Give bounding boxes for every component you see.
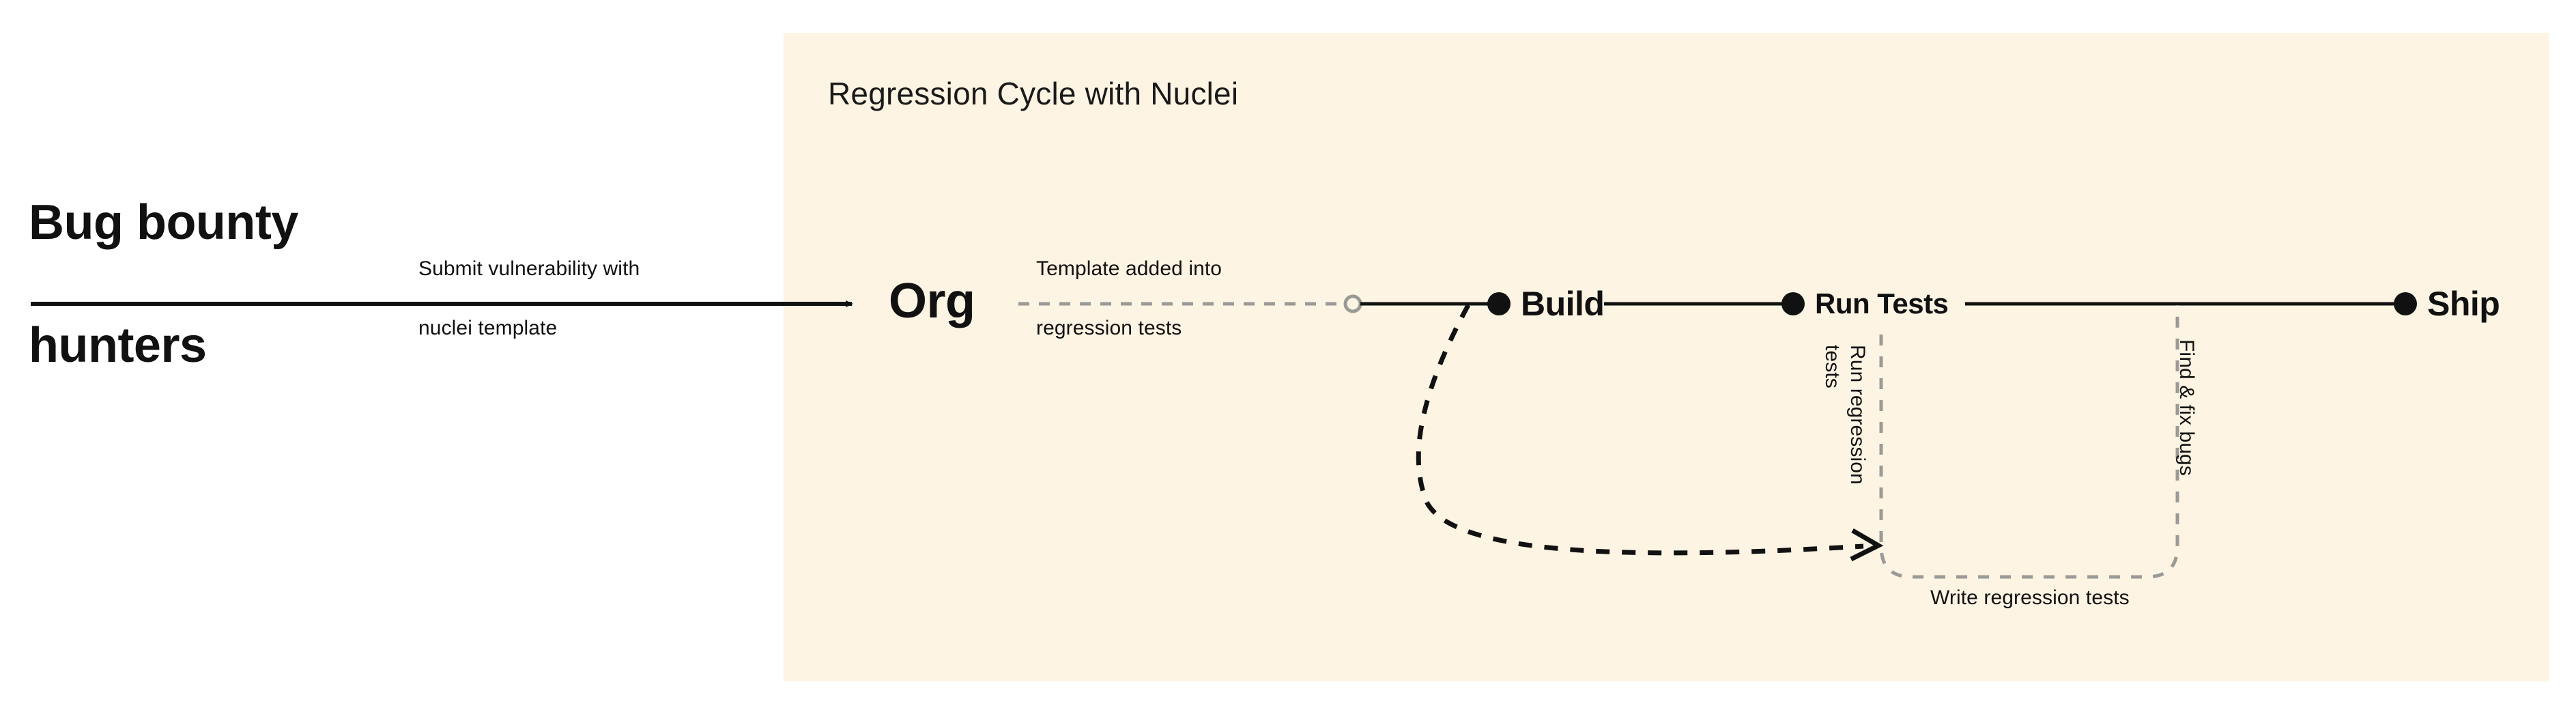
edge-feedback-curve	[1416, 304, 1864, 556]
annotation-write-regression-tests: Write regression tests	[1930, 586, 2130, 609]
edge-label-submit-line2: nuclei template	[418, 317, 558, 339]
node-org-label[interactable]: Org	[889, 274, 975, 328]
annotation-run-regression-line1: Run regression	[1846, 345, 1869, 485]
feedback-arrowhead-icon	[1850, 528, 1884, 562]
bracket-write-regression-tests	[1879, 305, 2179, 579]
node-marker-ship	[2394, 292, 2417, 315]
hollow-circle-marker	[1343, 294, 1362, 313]
regression-cycle-panel	[784, 33, 2549, 681]
edge-label-submit-line1: Submit vulnerability with	[418, 257, 640, 280]
node-ship-label[interactable]: Ship	[2427, 285, 2500, 323]
node-run-tests-label[interactable]: Run Tests	[1815, 287, 1949, 320]
node-build-label[interactable]: Build	[1521, 285, 1605, 323]
node-marker-run-tests	[1781, 292, 1805, 315]
annotation-run-regression-line2: tests	[1821, 345, 1844, 388]
edge-label-template-line1: Template added into	[1036, 257, 1222, 280]
panel-title: Regression Cycle with Nuclei	[828, 76, 1239, 111]
node-marker-build	[1487, 292, 1511, 315]
actor-label-line1: Bug bounty	[29, 195, 298, 250]
actor-label-line2: hunters	[29, 318, 207, 373]
edge-label-template-line2: regression tests	[1036, 317, 1182, 339]
annotation-find-fix-bugs: Find & fix bugs	[2175, 339, 2198, 476]
